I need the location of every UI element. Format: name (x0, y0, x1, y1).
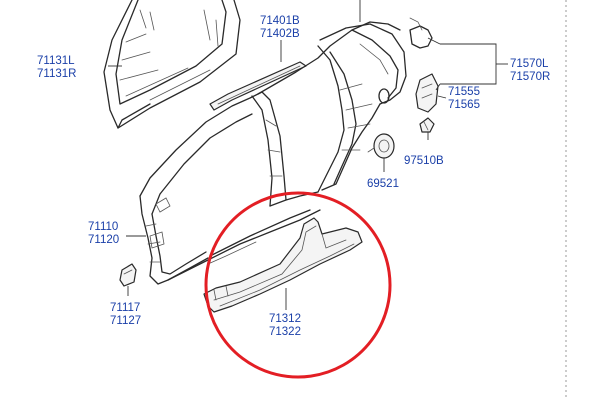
highlight-circle (204, 191, 392, 379)
label-71401: 71401B 71402B (260, 15, 300, 40)
label-97510-line1: 97510B (404, 155, 444, 167)
label-71117-line1: 71117 (110, 302, 140, 314)
label-71401-line2: 71402B (260, 28, 300, 40)
label-71555: 71555 71565 (448, 86, 480, 111)
label-71312: 71312 71322 (269, 313, 301, 338)
label-71117: 71117 71127 (110, 302, 141, 327)
label-97510: 97510B (404, 155, 444, 167)
part-fuel-door-bracket[interactable] (415, 73, 439, 113)
part-fuel-filler-housing[interactable] (409, 17, 433, 49)
part-small-grommet[interactable] (419, 117, 435, 133)
label-71110-line2: 71120 (88, 234, 119, 246)
label-71110-line1: 71110 (88, 221, 118, 233)
label-71131-line2: 71131R (37, 68, 76, 80)
label-69521: 69521 (367, 178, 399, 190)
part-side-sill[interactable] (203, 209, 363, 313)
label-71570-line1: 71570L (510, 58, 549, 70)
part-side-outer-frame[interactable] (139, 21, 407, 285)
label-71570-line2: 71570R (510, 71, 550, 83)
label-69521-line1: 69521 (367, 178, 399, 190)
label-71312-line1: 71312 (269, 313, 301, 325)
label-71131: 71131L 71131R (37, 55, 76, 80)
label-71312-line2: 71322 (269, 326, 301, 338)
part-fuel-cap-seal[interactable] (367, 133, 395, 159)
part-small-bracket[interactable] (119, 263, 137, 287)
label-71401-line1: 71401B (260, 15, 300, 27)
part-upper-front-panel[interactable] (103, 0, 241, 129)
label-71110: 71110 71120 (88, 221, 119, 246)
label-71555-line2: 71565 (448, 99, 480, 111)
label-71570: 71570L 71570R (510, 58, 550, 83)
part-fuel-hole (378, 88, 390, 104)
label-71117-line2: 71127 (110, 315, 141, 327)
label-71131-line1: 71131L (37, 55, 75, 67)
leader-lines (108, 0, 508, 310)
label-71555-line1: 71555 (448, 86, 480, 98)
part-roof-rail[interactable] (209, 61, 307, 111)
